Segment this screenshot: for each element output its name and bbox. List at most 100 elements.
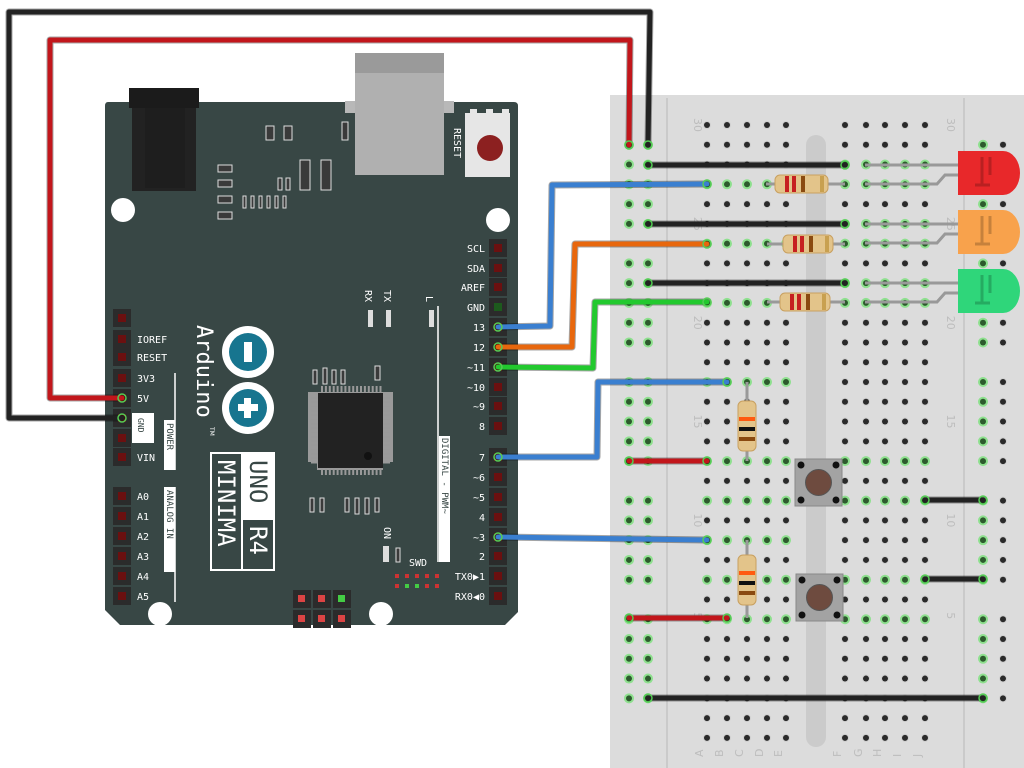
- chip-pin: [383, 418, 390, 421]
- hole-center: [704, 655, 710, 662]
- wire-5v[interactable]: [47, 37, 633, 401]
- header-pin[interactable]: [118, 353, 126, 361]
- hole-center: [902, 379, 908, 386]
- on-led: [383, 546, 389, 562]
- chip-pin: [383, 448, 390, 451]
- chip-pin: [348, 468, 351, 475]
- chip-pin: [383, 461, 390, 464]
- hole-center: [744, 141, 750, 148]
- header-pin[interactable]: [494, 303, 502, 311]
- digital-label: DIGITAL - PWM~: [439, 438, 449, 514]
- header-pin[interactable]: [494, 244, 502, 252]
- header-pin[interactable]: [118, 453, 126, 461]
- pushbutton[interactable]: [795, 573, 844, 622]
- hole-center: [744, 181, 750, 188]
- wire-end: [643, 219, 653, 229]
- header-pin[interactable]: [494, 572, 502, 580]
- column-letter: C: [733, 749, 746, 757]
- chip-pin: [344, 468, 347, 475]
- header-pin[interactable]: [118, 572, 126, 580]
- wire-pin12[interactable]: [495, 241, 710, 350]
- hole-center: [744, 517, 750, 524]
- hole-center: [704, 418, 710, 425]
- resistor[interactable]: [779, 292, 831, 312]
- chip-pin: [328, 468, 331, 475]
- resistor[interactable]: [782, 234, 834, 254]
- hole-center: [744, 655, 750, 662]
- wire-pin13[interactable]: [495, 181, 710, 330]
- pin-label: A0: [137, 492, 149, 503]
- wire-pin11[interactable]: [495, 299, 710, 371]
- hole-center: [1000, 695, 1006, 702]
- header-pin[interactable]: [494, 473, 502, 481]
- smd-component: [242, 195, 247, 209]
- hole-center: [724, 715, 730, 722]
- hole-center: [922, 141, 928, 148]
- chip-pin: [321, 386, 323, 393]
- swd-pin: [415, 584, 419, 588]
- hole-center: [704, 636, 710, 643]
- hole-center: [764, 576, 770, 583]
- hole-center: [842, 517, 848, 524]
- row-number: 30: [691, 118, 704, 132]
- header-pin[interactable]: [118, 592, 126, 600]
- resistor-band: [739, 591, 755, 595]
- icsp-pin: [318, 615, 325, 622]
- arduino-logo: [222, 326, 274, 434]
- wire-pin7[interactable]: [495, 379, 730, 460]
- reset-button[interactable]: [465, 109, 510, 177]
- smd-component: [282, 195, 287, 209]
- header-pin[interactable]: [118, 552, 126, 560]
- wire-end: [643, 140, 653, 150]
- hole-center: [704, 201, 710, 208]
- header-pin[interactable]: [494, 422, 502, 430]
- hole-center: [1000, 517, 1006, 524]
- hole-center: [704, 339, 710, 346]
- header-pin[interactable]: [494, 493, 502, 501]
- wire-gnd[interactable]: [6, 9, 653, 421]
- orange-led-body: [958, 210, 1020, 254]
- header-pin[interactable]: [494, 552, 502, 560]
- resistor[interactable]: [737, 400, 757, 452]
- header-pin[interactable]: [494, 283, 502, 291]
- pin-label: ~3: [473, 533, 485, 544]
- header-pin[interactable]: [118, 374, 126, 382]
- header-pin[interactable]: [118, 492, 126, 500]
- smd-component: [320, 159, 332, 191]
- header-pin[interactable]: [494, 592, 502, 600]
- hole-center: [902, 675, 908, 682]
- header-pin[interactable]: [118, 532, 126, 540]
- header-pin[interactable]: [494, 513, 502, 521]
- hole-center: [783, 576, 789, 583]
- pushbutton[interactable]: [794, 458, 843, 507]
- smd-component: [309, 497, 315, 513]
- hole-center: [744, 497, 750, 504]
- hole-center: [783, 556, 789, 563]
- hole-center: [980, 458, 986, 465]
- header-pin[interactable]: [118, 335, 126, 343]
- hole-center: [764, 636, 770, 643]
- hole-center: [724, 675, 730, 682]
- header-pin[interactable]: [494, 402, 502, 410]
- hole-center: [744, 675, 750, 682]
- wire-end: [702, 535, 712, 545]
- header-pin[interactable]: [494, 383, 502, 391]
- header-pin[interactable]: [494, 264, 502, 272]
- header-pin[interactable]: [118, 512, 126, 520]
- hole-center: [902, 556, 908, 563]
- row-number: 30: [944, 118, 957, 132]
- chip-pin: [311, 457, 318, 460]
- hole-center: [902, 458, 908, 465]
- header-pin[interactable]: [118, 314, 126, 322]
- hole-center: [783, 715, 789, 722]
- wire-pin3[interactable]: [495, 534, 710, 543]
- hole-center: [882, 655, 888, 662]
- header-pin[interactable]: [118, 434, 126, 442]
- hole-center: [882, 379, 888, 386]
- resistor[interactable]: [774, 174, 829, 194]
- hole-center: [863, 675, 869, 682]
- hole-center: [704, 734, 710, 741]
- pin-label: VIN: [137, 453, 155, 464]
- resistor[interactable]: [737, 554, 757, 606]
- wire-end: [840, 160, 850, 170]
